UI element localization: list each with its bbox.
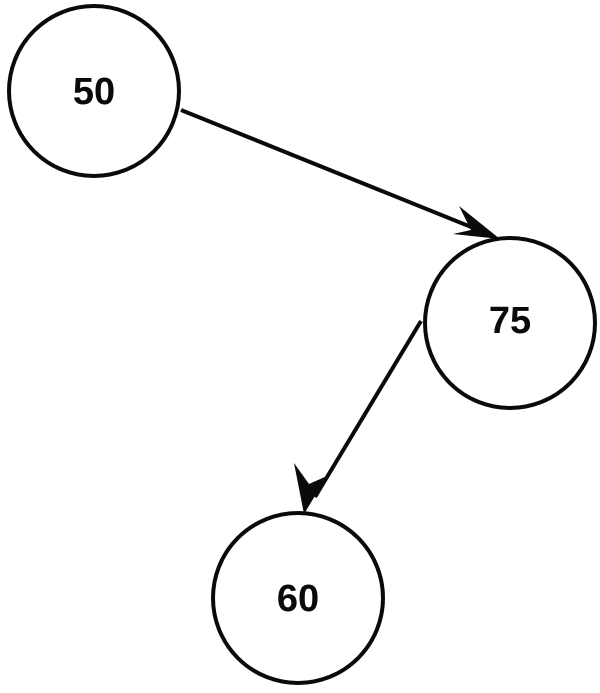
- node-label-75: 75: [489, 300, 531, 342]
- node-circle-60[interactable]: [211, 511, 385, 685]
- arrowhead-icon-75-60: [294, 463, 327, 514]
- tree-node-50[interactable]: 50: [7, 4, 181, 178]
- node-label-50: 50: [73, 71, 115, 113]
- node-label-60: 60: [277, 578, 319, 620]
- node-circle-50[interactable]: [7, 4, 181, 178]
- edge-line-75-60: [313, 319, 423, 499]
- tree-node-60[interactable]: 60: [211, 511, 385, 685]
- tree-node-75[interactable]: 75: [423, 236, 597, 410]
- node-circle-75[interactable]: [423, 236, 597, 410]
- edge-50-to-75: [180, 108, 500, 239]
- arrowhead-icon-50-75: [453, 206, 500, 239]
- edge-75-to-60: [294, 319, 423, 514]
- edge-line-50-75: [180, 108, 487, 235]
